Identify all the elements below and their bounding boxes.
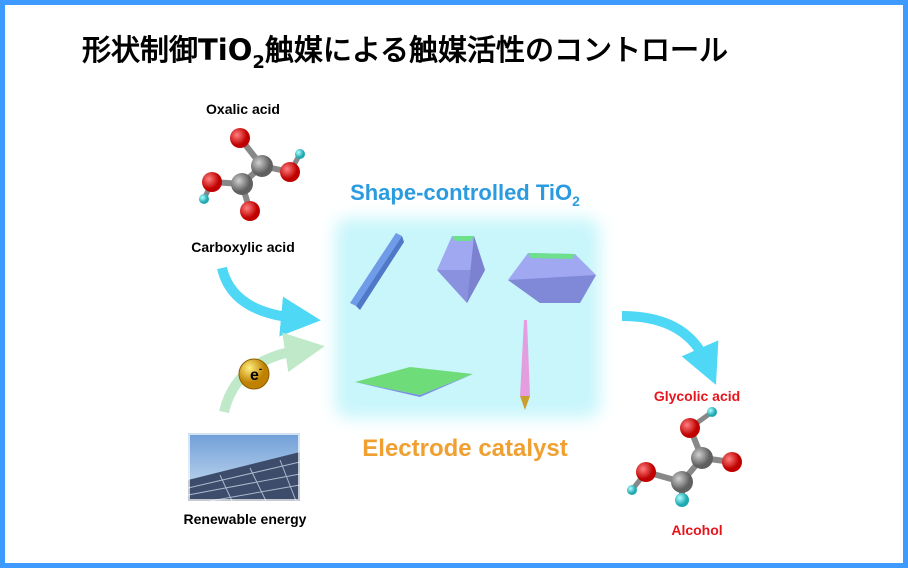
glycolic-acid-label: Glycolic acid — [654, 388, 740, 404]
output-arrow — [621, 311, 719, 385]
renewable-energy-label: Renewable energy — [184, 511, 307, 527]
tio2-sheet-crystal-icon — [355, 367, 473, 397]
tio2-truncated-crystal-icon — [508, 253, 596, 303]
carboxylic-acid-label: Carboxylic acid — [191, 239, 295, 255]
electron-icon: e- — [238, 358, 270, 390]
tio2-bipyramid-crystal-icon — [437, 236, 485, 303]
svg-text:e-: e- — [250, 364, 262, 384]
electrode-catalyst-label: Electrode catalyst — [362, 435, 567, 462]
input-arrow — [217, 266, 321, 337]
solar-panel-image — [186, 431, 302, 503]
tio2-rod-crystal-icon — [350, 233, 404, 310]
catalyst-heading: Shape-controlled TiO2 — [350, 180, 580, 209]
page-title: 形状制御TiO2触媒による触媒活性のコントロール — [82, 33, 728, 73]
oxalic-acid-molecule-icon — [199, 128, 305, 221]
product-molecule-icon — [627, 407, 742, 507]
oxalic-acid-label: Oxalic acid — [206, 101, 280, 117]
alcohol-label: Alcohol — [671, 522, 722, 538]
tio2-needle-crystal-icon — [520, 320, 530, 410]
